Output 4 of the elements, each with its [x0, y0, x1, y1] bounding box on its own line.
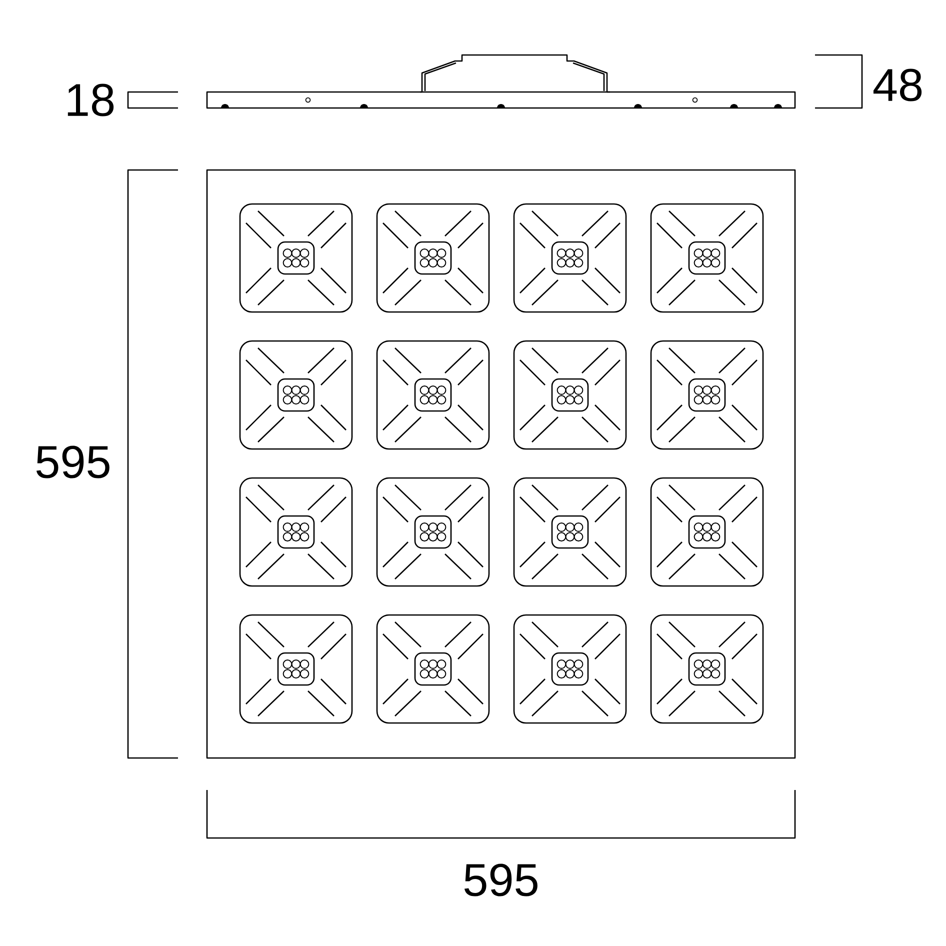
dimension-label: 595 — [464, 864, 538, 896]
dimension-label: 18 — [68, 84, 114, 116]
dimension-label: 595 — [36, 446, 110, 478]
dimension-label: 48 — [873, 68, 922, 102]
